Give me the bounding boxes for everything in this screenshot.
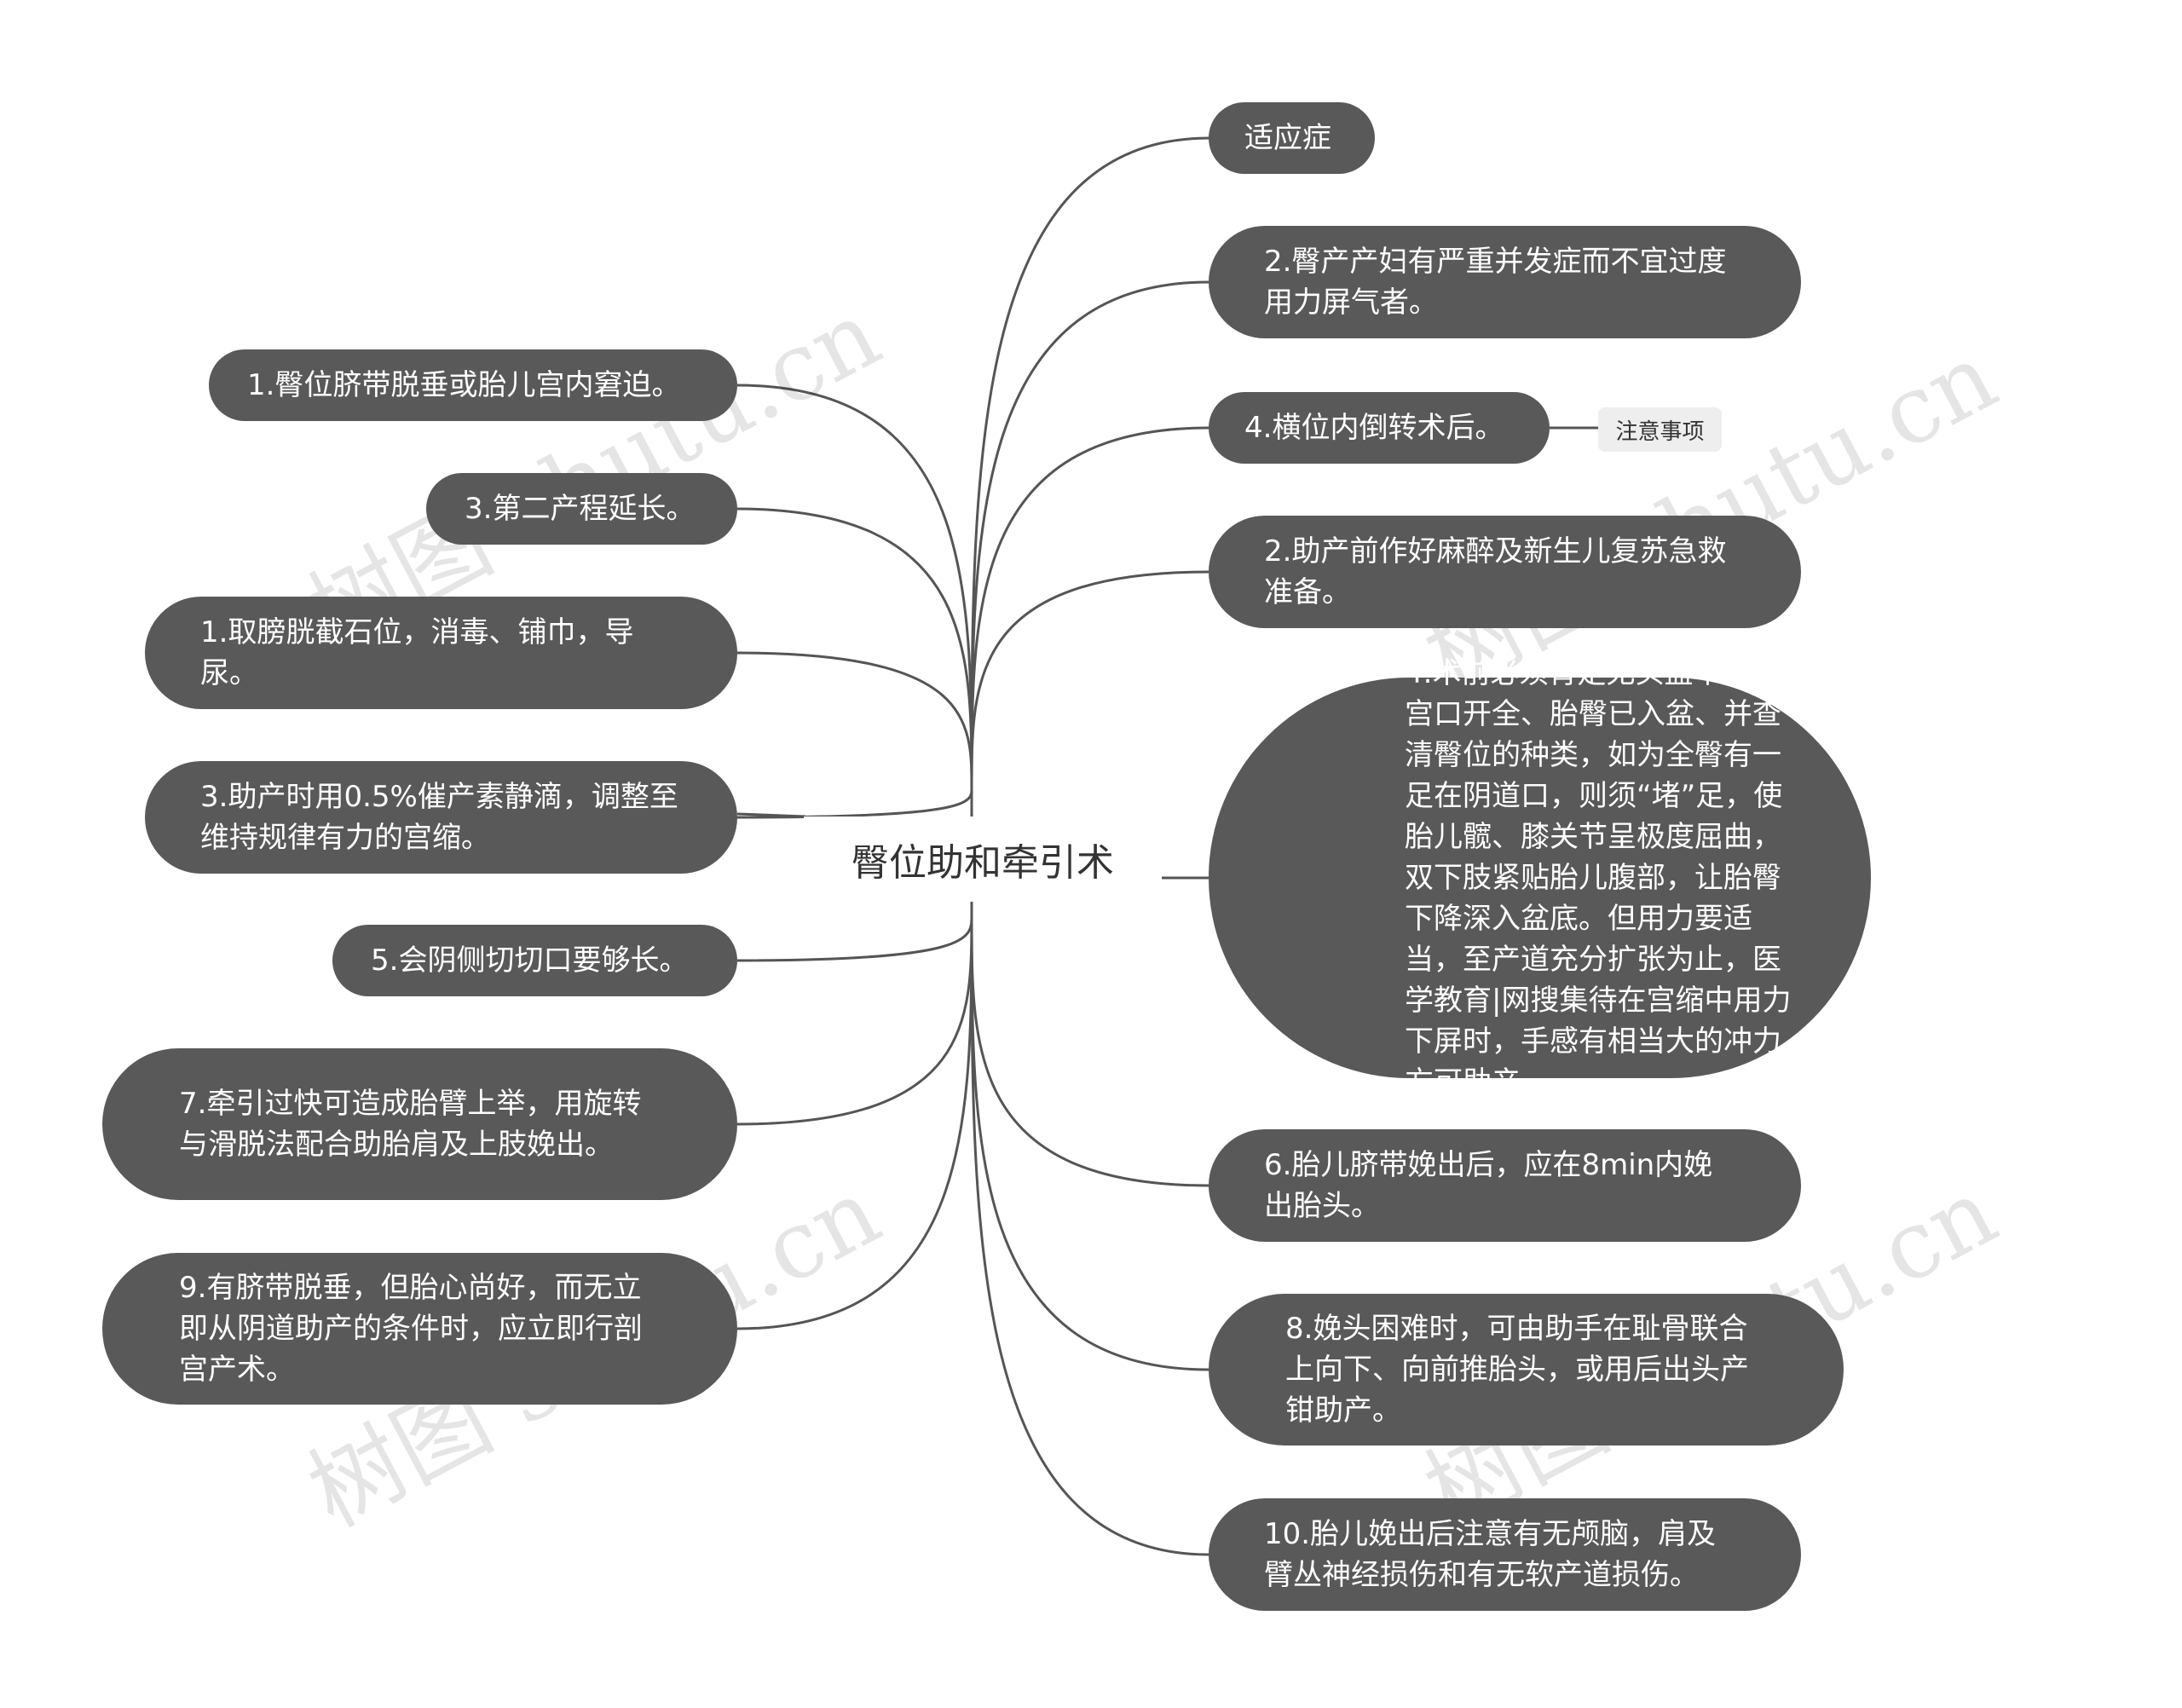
topic-node[interactable]: 2.助产前作好麻醉及新生儿复苏急救准备。 (1209, 516, 1801, 628)
connector-line (736, 651, 973, 789)
topic-node[interactable]: 4.术前必须肯定无头盆不称、宫口开全、胎臀已入盆、并查清臀位的种类，如为全臀有一… (1209, 656, 1871, 1099)
connector-line (970, 426, 1209, 789)
topic-node[interactable]: 5.会阴侧切切口要够长。 (332, 925, 737, 996)
connector-line (970, 136, 1209, 789)
topic-node[interactable]: 1.臀位脐带脱垂或胎儿宫内窘迫。 (209, 349, 737, 421)
topic-node[interactable]: 6.胎儿脐带娩出后，应在8min内娩出胎头。 (1209, 1129, 1801, 1242)
topic-node[interactable]: 7.牵引过快可造成胎臂上举，用旋转与滑脱法配合助胎肩及上肢娩出。 (102, 1048, 737, 1200)
connector-line (736, 507, 973, 789)
note-tag[interactable]: 注意事项 (1598, 407, 1722, 452)
topic-node[interactable]: 3.第二产程延长。 (426, 473, 737, 545)
topic-node[interactable]: 适应症 (1209, 102, 1375, 174)
topic-node[interactable]: 4.横位内倒转术后。 (1209, 392, 1550, 464)
connector-line (736, 915, 973, 962)
connector-line (970, 915, 1209, 1371)
connector-line (736, 812, 806, 818)
topic-node[interactable]: 3.助产时用0.5%催产素静滴，调整至维持规律有力的宫缩。 (145, 761, 737, 874)
connector-line (970, 570, 1209, 789)
topic-node[interactable]: 1.取膀胱截石位，消毒、铺巾，导尿。 (145, 597, 737, 709)
topic-node[interactable]: 8.娩头困难时，可由助手在耻骨联合上向下、向前推胎头，或用后出头产钳助产。 (1209, 1294, 1844, 1445)
central-topic[interactable]: 臀位助和牵引术 (804, 816, 1162, 902)
connector-line (970, 915, 1209, 1187)
topic-node[interactable]: 10.胎儿娩出后注意有无颅脑，肩及臂丛神经损伤和有无软产道损伤。 (1209, 1498, 1801, 1611)
topic-node[interactable]: 9.有脐带脱垂，但胎心尚好，而无立即从阴道助产的条件时，应立即行剖宫产术。 (102, 1253, 737, 1405)
topic-node[interactable]: 2.臀产产妇有严重并发症而不宜过度用力屏气者。 (1209, 226, 1801, 338)
connector-line (736, 788, 973, 819)
connector-line (970, 915, 1209, 1556)
connector-line (970, 280, 1209, 789)
